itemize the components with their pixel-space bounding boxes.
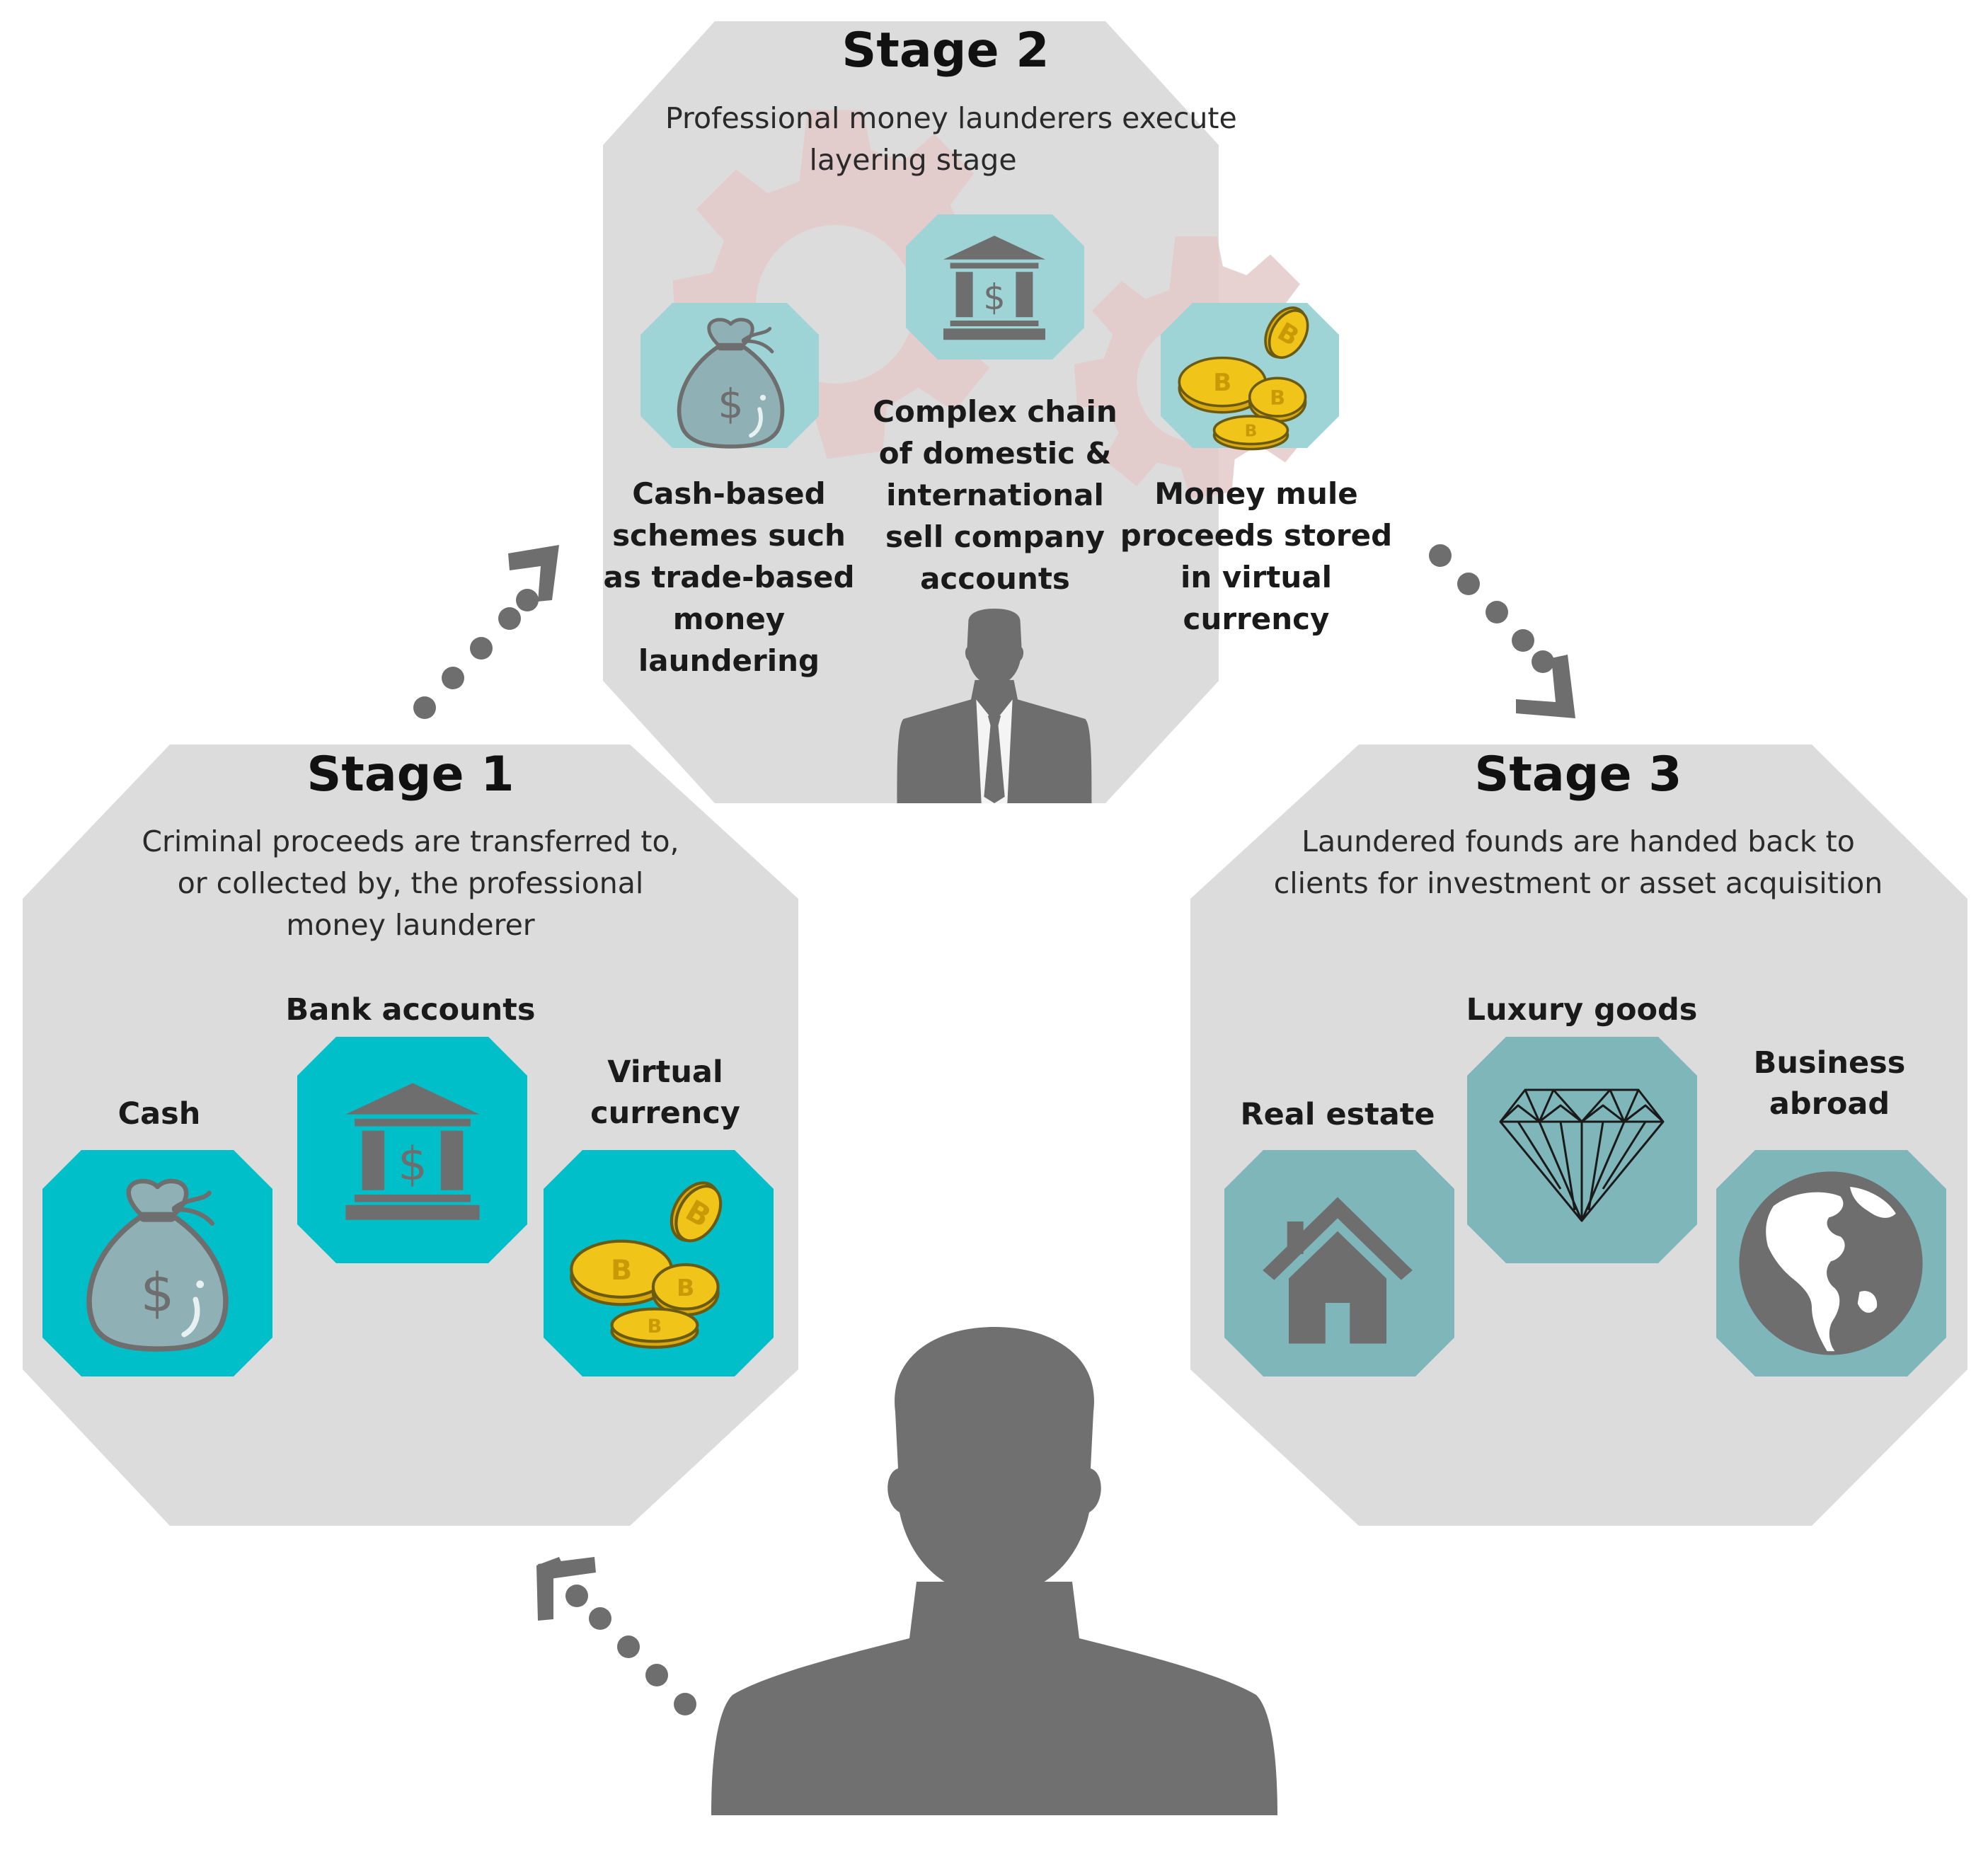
stage1-tile-cash bbox=[42, 1150, 272, 1376]
stage2-title: Stage 2 bbox=[841, 23, 1050, 79]
stage1-tile-bank bbox=[297, 1037, 527, 1263]
stage3-title: Stage 3 bbox=[1474, 747, 1682, 803]
globe-icon bbox=[1739, 1171, 1923, 1355]
stage1-label-cash: Cash bbox=[117, 1096, 201, 1132]
stage3-tile-business bbox=[1716, 1150, 1946, 1376]
stage2-tile-coins bbox=[1161, 301, 1339, 451]
stage1-title: Stage 1 bbox=[306, 747, 515, 803]
person-silhouette-icon bbox=[711, 1327, 1277, 1815]
arrow-stage1-to-stage2 bbox=[413, 545, 559, 719]
stage2-label-coins: Money mule proceeds stored in virtual cu… bbox=[1120, 476, 1393, 636]
stage1-tile-coins bbox=[544, 1150, 774, 1376]
stage1-label-bank: Bank accounts bbox=[285, 992, 536, 1028]
stage3-label-luxury: Luxury goods bbox=[1466, 992, 1698, 1028]
stage3-description: Laundered founds are handed back to clie… bbox=[1273, 824, 1883, 900]
stage3-label-business: Business abroad bbox=[1753, 1045, 1906, 1122]
stage2-tile-cash bbox=[640, 303, 819, 448]
stage3-label-real-estate: Real estate bbox=[1240, 1097, 1435, 1132]
stage2-label-cash: Cash-based schemes such as trade-based m… bbox=[603, 476, 855, 678]
stage1-label-virtual: Virtual currency bbox=[590, 1054, 740, 1131]
stage3-tile-real-estate bbox=[1224, 1150, 1454, 1376]
stage2-label-bank: Complex chain of domestic & internationa… bbox=[873, 394, 1117, 596]
stage1-description: Criminal proceeds are transferred to, or… bbox=[142, 824, 679, 942]
arrow-stage2-to-stage3 bbox=[1429, 544, 1575, 718]
stage2-description: Professional money launderers execute la… bbox=[665, 101, 1237, 177]
stage2-tile-bank bbox=[906, 214, 1084, 360]
arrow-client-to-stage1 bbox=[536, 1557, 696, 1715]
stage3-tile-luxury bbox=[1467, 1037, 1697, 1263]
